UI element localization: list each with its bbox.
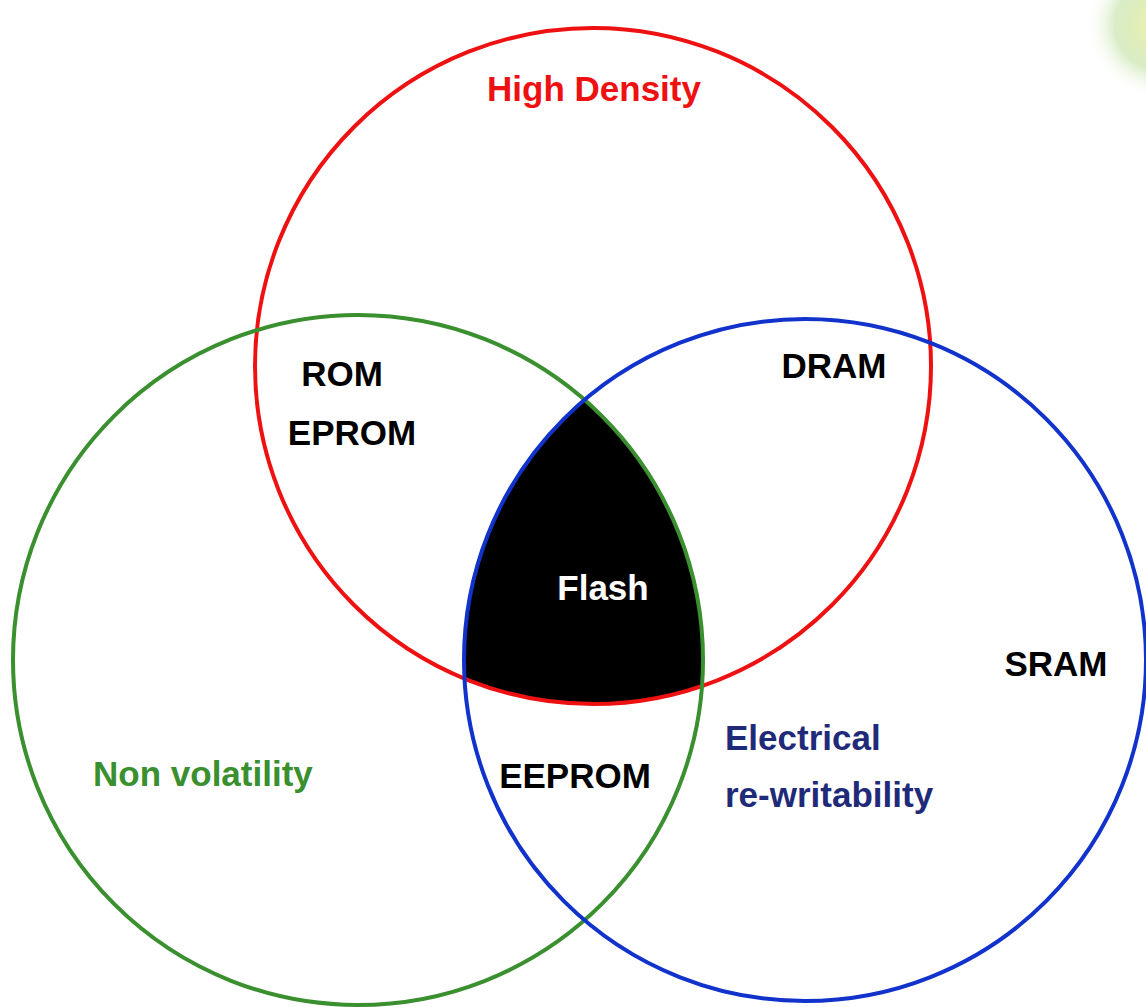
circle-stroke (255, 28, 931, 704)
circle-heading: High Density (487, 60, 701, 117)
corner-glow (1085, 0, 1146, 100)
memory-type-label: DRAM (782, 337, 887, 394)
circle-stroke (13, 315, 703, 1005)
memory-type-label: ROM (301, 345, 383, 402)
circle-heading: Non volatility (93, 745, 313, 802)
intersection-region: Flash (462, 395, 706, 701)
memory-type-label: EPROM (288, 404, 416, 461)
memory-type-label: SRAM (1004, 635, 1107, 692)
circle-stroke (464, 319, 1146, 1001)
circle-heading: Electrical re-writability (725, 709, 1070, 823)
memory-type-label: EEPROM (499, 747, 651, 804)
flash-region-fill (464, 319, 1146, 1001)
region-label: Flash (557, 559, 648, 616)
